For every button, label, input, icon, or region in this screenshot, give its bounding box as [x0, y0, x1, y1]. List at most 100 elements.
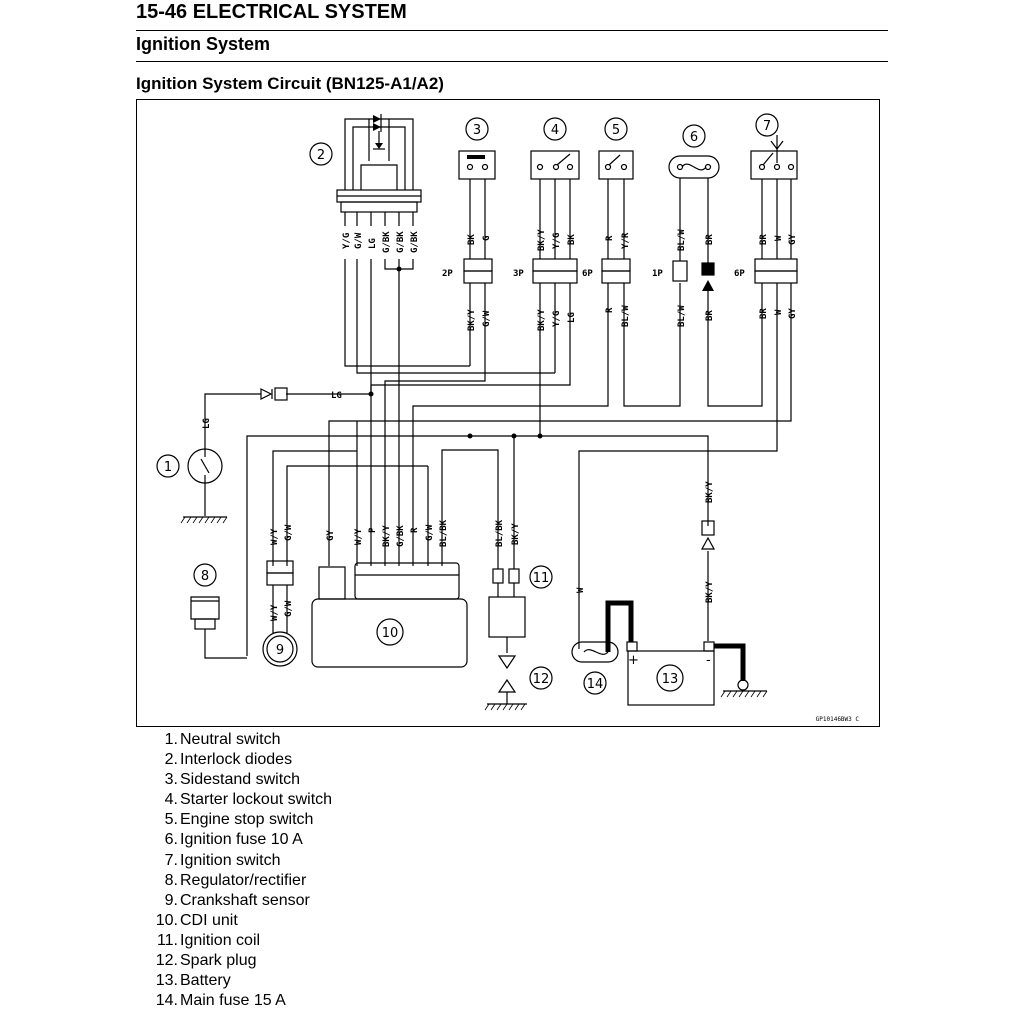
- legend-item: 14.Main fuse 15 A: [155, 992, 286, 1010]
- callout-1: 1: [164, 460, 172, 475]
- battery-minus-sign: -: [706, 653, 711, 668]
- connector-label-2p: 2P: [442, 269, 453, 279]
- legend-item: 4.Starter lockout switch: [164, 791, 333, 809]
- wire-label: Y/G: [342, 233, 352, 249]
- wire-label: W/Y: [270, 528, 280, 545]
- callout-10: 10: [382, 626, 399, 641]
- connector-label-3p: 3P: [513, 269, 524, 279]
- wire-label: LG: [368, 238, 378, 249]
- legend-item: 11.Ignition coil: [156, 931, 261, 949]
- wire-label: R: [605, 235, 615, 241]
- wire-label: BL/W: [677, 229, 687, 251]
- main-fuse: [571, 520, 716, 663]
- legend-item: 3.Sidestand switch: [164, 771, 301, 789]
- legend-item: 6.Ignition fuse 10 A: [164, 831, 303, 849]
- wire-label: BL/W: [677, 305, 687, 327]
- legend-item: 5.Engine stop switch: [164, 811, 314, 829]
- legend-item: 9.Crankshaft sensor: [164, 891, 310, 909]
- wire-label: R: [410, 527, 420, 533]
- wire-label: G/BK: [410, 231, 420, 253]
- legend-item: 8.Regulator/rectifier: [164, 871, 307, 889]
- wire-label: BK/Y: [705, 581, 715, 603]
- wire-label: R: [605, 307, 615, 313]
- connector-label-6p-a: 6P: [582, 269, 593, 279]
- wire-label: BK: [567, 234, 577, 245]
- wire-label: GY: [788, 308, 798, 319]
- wire-label: W/Y: [270, 604, 280, 621]
- legend-item: 12.Spark plug: [155, 952, 257, 970]
- callout-6: 6: [690, 130, 698, 145]
- starter-lockout-switch: [530, 150, 580, 226]
- section-rule: [136, 61, 888, 62]
- wire-label: G/W: [284, 600, 294, 617]
- wire-label: W: [774, 309, 784, 315]
- legend-item: 13.Battery: [155, 972, 231, 990]
- wire-label: P: [368, 527, 378, 533]
- callout-3: 3: [473, 123, 481, 138]
- wire-label: LG: [202, 418, 212, 429]
- connector-label-6p-b: 6P: [734, 269, 745, 279]
- wire-label: G/BK: [396, 231, 406, 253]
- wire-label: G/W: [482, 310, 492, 327]
- callout-12: 12: [533, 672, 550, 687]
- neutral-switch: [180, 441, 228, 524]
- interlock-diodes: [336, 114, 422, 226]
- crankshaft-sensor: [262, 560, 298, 667]
- battery-plus-sign: +: [628, 653, 639, 668]
- callout-7: 7: [763, 119, 771, 134]
- wire-label: G/W: [425, 524, 435, 541]
- callout-11: 11: [533, 571, 550, 586]
- wire-label: BL/BK: [439, 519, 449, 547]
- wire-label: Y/G: [552, 233, 562, 249]
- connector-label-1p: 1P: [652, 269, 663, 279]
- page-title: 15-46 ELECTRICAL SYSTEM: [136, 1, 407, 23]
- legend-item: 10.CDI unit: [155, 911, 238, 929]
- wire-label: LG: [567, 312, 577, 323]
- callout-4: 4: [551, 123, 559, 138]
- sidestand-switch: [458, 150, 496, 226]
- ignition-fuse: [668, 155, 720, 226]
- wire-label: BK/Y: [705, 481, 715, 503]
- wire-label: BK/Y: [467, 309, 477, 331]
- wiring-diagram: + - 1 2 3 4 5 6 7 8 9 10 11 12 13 14 2P: [156, 113, 860, 723]
- wire-label: Y/R: [621, 232, 631, 249]
- wire-label: BK/Y: [382, 525, 392, 547]
- wiring: [204, 226, 792, 659]
- wire-label: G: [482, 236, 492, 241]
- connectors-mid: [463, 258, 798, 291]
- wire-label: BR: [705, 234, 715, 245]
- wire-label: BK/Y: [537, 309, 547, 331]
- wire-label: W/Y: [354, 528, 364, 545]
- callout-9: 9: [276, 643, 284, 658]
- wire-label: G/W: [284, 524, 294, 541]
- callouts: [156, 113, 779, 695]
- figure-code: GP10146BW3 C: [816, 716, 860, 723]
- legend-item: 2.Interlock diodes: [164, 751, 293, 769]
- wire-label: W: [774, 235, 784, 241]
- wire-label: BL/BK: [495, 519, 505, 547]
- wire-label: W: [576, 587, 586, 593]
- wire-label: GY: [326, 530, 336, 541]
- regulator-rectifier: [190, 596, 220, 630]
- wire-label: BK: [467, 234, 477, 245]
- callout-5: 5: [612, 123, 620, 138]
- callout-13: 13: [662, 672, 679, 687]
- engine-stop-switch: [598, 150, 634, 226]
- title-rule: [136, 30, 888, 31]
- wire-label: G/BK: [382, 231, 392, 253]
- wire-label: LG: [331, 391, 342, 401]
- wire-label: G/W: [354, 232, 364, 249]
- diagram-frame: + - 1 2 3 4 5 6 7 8 9 10 11 12 13 14 2P: [136, 99, 880, 727]
- wire-label: Y/G: [552, 311, 562, 327]
- ignition-coil: [488, 568, 526, 653]
- figure-title: Ignition System Circuit (BN125-A1/A2): [136, 74, 444, 93]
- wire-label: BK/Y: [511, 523, 521, 545]
- wire-label: BR: [705, 310, 715, 321]
- component-legend: 1.Neutral switch 2.Interlock diodes 3.Si…: [150, 730, 332, 1011]
- section-title: Ignition System: [136, 34, 271, 54]
- legend-item: 7.Ignition switch: [164, 851, 281, 869]
- wire-label: BK/Y: [537, 229, 547, 251]
- callout-8: 8: [201, 569, 209, 584]
- wire-label: G/BK: [396, 525, 406, 547]
- battery: + -: [626, 641, 768, 706]
